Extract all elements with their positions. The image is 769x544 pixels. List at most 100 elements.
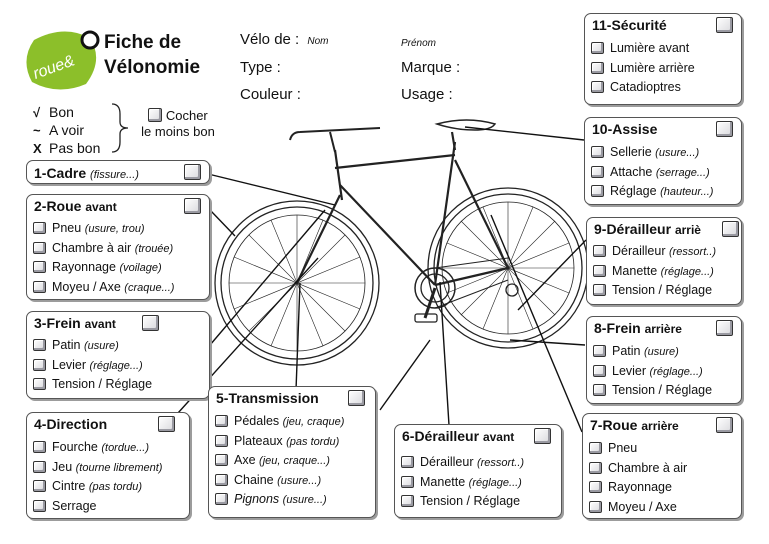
roue-arriere-item[interactable]: Chambre à air	[589, 459, 687, 479]
transmission-item[interactable]: Pignons (usure...)	[215, 490, 344, 510]
usage-field[interactable]: Usage :	[401, 86, 453, 103]
direction-title: 4-Direction	[34, 416, 108, 432]
checkbox-icon[interactable]	[591, 185, 604, 197]
transmission-item[interactable]: Chaine (usure...)	[215, 471, 344, 491]
checkbox-icon[interactable]	[33, 222, 46, 234]
frein-avant-item[interactable]: Levier (réglage...)	[33, 356, 152, 376]
derailleur-avant-item[interactable]: Dérailleur (ressort..)	[401, 453, 524, 473]
roue-arriere-item[interactable]: Pneu	[589, 439, 687, 459]
frein-avant-checkbox[interactable]	[142, 315, 159, 331]
frein-arriere-checkbox[interactable]	[716, 320, 733, 336]
derailleur-arriere-checkbox[interactable]	[722, 221, 739, 237]
checkbox-icon[interactable]	[33, 280, 46, 293]
checkbox-icon[interactable]	[33, 339, 46, 351]
assise-item[interactable]: Sellerie (usure...)	[591, 143, 713, 163]
checkbox-icon[interactable]	[33, 378, 46, 390]
direction-item[interactable]: Serrage	[33, 497, 162, 517]
roue-avant-item[interactable]: Rayonnage (voilage)	[33, 258, 174, 278]
checkbox-icon[interactable]	[589, 481, 602, 493]
transmission-item[interactable]: Plateaux (pas tordu)	[215, 432, 344, 452]
checkbox-icon[interactable]	[401, 475, 414, 488]
frein-arriere-item[interactable]: Levier (réglage...)	[593, 362, 712, 382]
couleur-field[interactable]: Couleur :	[240, 86, 301, 103]
prenom-field[interactable]: Prénom	[401, 33, 436, 50]
transmission-checkbox[interactable]	[348, 390, 365, 406]
item-label: Plateaux	[234, 433, 283, 448]
checkbox-icon[interactable]	[401, 495, 414, 507]
checkbox-icon[interactable]	[589, 500, 602, 513]
frein-avant-item[interactable]: Patin (usure)	[33, 336, 152, 356]
securite-item[interactable]: Catadioptres	[591, 78, 695, 98]
type-field[interactable]: Type :	[240, 59, 281, 76]
item-hint: (tordue...)	[101, 442, 150, 454]
roue-avant-item[interactable]: Moyeu / Axe (craque...)	[33, 278, 174, 298]
cadre-checkbox[interactable]	[184, 164, 201, 180]
assise-checkbox[interactable]	[716, 121, 733, 137]
frein-arriere-item[interactable]: Tension / Réglage	[593, 381, 712, 401]
derailleur-arriere-item[interactable]: Manette (réglage...)	[593, 262, 716, 282]
checkbox-icon[interactable]	[215, 454, 228, 466]
checkbox-icon[interactable]	[593, 264, 606, 277]
derailleur-avant-item[interactable]: Manette (réglage...)	[401, 473, 524, 493]
derailleur-avant-checkbox[interactable]	[534, 428, 551, 444]
roue-arriere-item[interactable]: Rayonnage	[589, 478, 687, 498]
checkbox-icon[interactable]	[593, 284, 606, 296]
securite-checkbox[interactable]	[716, 17, 733, 33]
checkbox-icon[interactable]	[33, 480, 46, 492]
checkbox-icon[interactable]	[33, 358, 46, 371]
checkbox-icon[interactable]	[215, 415, 228, 427]
checkbox-icon[interactable]	[215, 493, 228, 505]
checkbox-icon[interactable]	[33, 261, 46, 273]
checkbox-icon[interactable]	[33, 460, 46, 473]
item-label: Pignons	[234, 492, 280, 506]
direction-item[interactable]: Fourche (tordue...)	[33, 438, 162, 458]
checkbox-icon[interactable]	[591, 81, 604, 93]
checkbox-icon[interactable]	[589, 442, 602, 454]
frein-arriere-item[interactable]: Patin (usure)	[593, 342, 712, 362]
checkbox-icon[interactable]	[591, 42, 604, 54]
checkbox-icon[interactable]	[593, 345, 606, 357]
derailleur-avant-item[interactable]: Tension / Réglage	[401, 492, 524, 512]
checkbox-icon[interactable]	[591, 165, 604, 178]
direction-item[interactable]: Jeu (tourne librement)	[33, 458, 162, 478]
marque-field[interactable]: Marque :	[401, 59, 461, 76]
direction-item[interactable]: Cintre (pas tordu)	[33, 477, 162, 497]
checkbox-icon[interactable]	[589, 461, 602, 474]
checkbox-icon[interactable]	[593, 364, 606, 377]
assise-item[interactable]: Attache (serrage...)	[591, 163, 713, 183]
direction-checkbox[interactable]	[158, 416, 175, 432]
item-label: Tension / Réglage	[612, 283, 713, 297]
securite-item[interactable]: Lumière arrière	[591, 59, 695, 79]
checkbox-icon[interactable]	[593, 245, 606, 257]
derailleur-avant-title: 6-Dérailleur	[402, 428, 480, 444]
checkbox-icon[interactable]	[593, 384, 606, 396]
checkbox-icon[interactable]	[215, 434, 228, 447]
frein-avant-item[interactable]: Tension / Réglage	[33, 375, 152, 395]
securite-item[interactable]: Lumière avant	[591, 39, 695, 59]
checkbox-icon[interactable]	[33, 499, 46, 512]
checkbox-icon[interactable]	[215, 473, 228, 486]
roue-arriere-checkbox[interactable]	[716, 417, 733, 433]
item-label: Dérailleur	[612, 244, 666, 258]
transmission-item[interactable]: Axe (jeu, craque...)	[215, 451, 344, 471]
checkbox-icon[interactable]	[33, 441, 46, 453]
assise-item[interactable]: Réglage (hauteur...)	[591, 182, 713, 202]
checkbox-icon[interactable]	[33, 241, 46, 254]
section-frein-arriere: 8-Frein arrière Patin (usure) Levier (ré…	[586, 316, 742, 404]
legend-instruction: Cocher le moins bon	[132, 108, 224, 140]
item-label: Chambre à air	[608, 460, 688, 475]
item-hint: (usure, trou)	[84, 223, 145, 235]
derailleur-arriere-item[interactable]: Tension / Réglage	[593, 281, 716, 301]
velo-de-field[interactable]: Vélo de : Nom	[240, 31, 329, 48]
checkbox-icon[interactable]	[401, 456, 414, 468]
derailleur-arriere-item[interactable]: Dérailleur (ressort..)	[593, 242, 716, 262]
item-hint: (voilage)	[119, 262, 162, 274]
transmission-item[interactable]: Pédales (jeu, craque)	[215, 412, 344, 432]
roue-avant-checkbox[interactable]	[184, 198, 201, 214]
roue-arriere-item[interactable]: Moyeu / Axe	[589, 498, 687, 518]
checkbox-icon[interactable]	[591, 146, 604, 158]
roue-avant-item[interactable]: Chambre à air (trouée)	[33, 239, 174, 259]
roue-avant-item[interactable]: Pneu (usure, trou)	[33, 219, 174, 239]
checkbox-icon[interactable]	[591, 61, 604, 74]
